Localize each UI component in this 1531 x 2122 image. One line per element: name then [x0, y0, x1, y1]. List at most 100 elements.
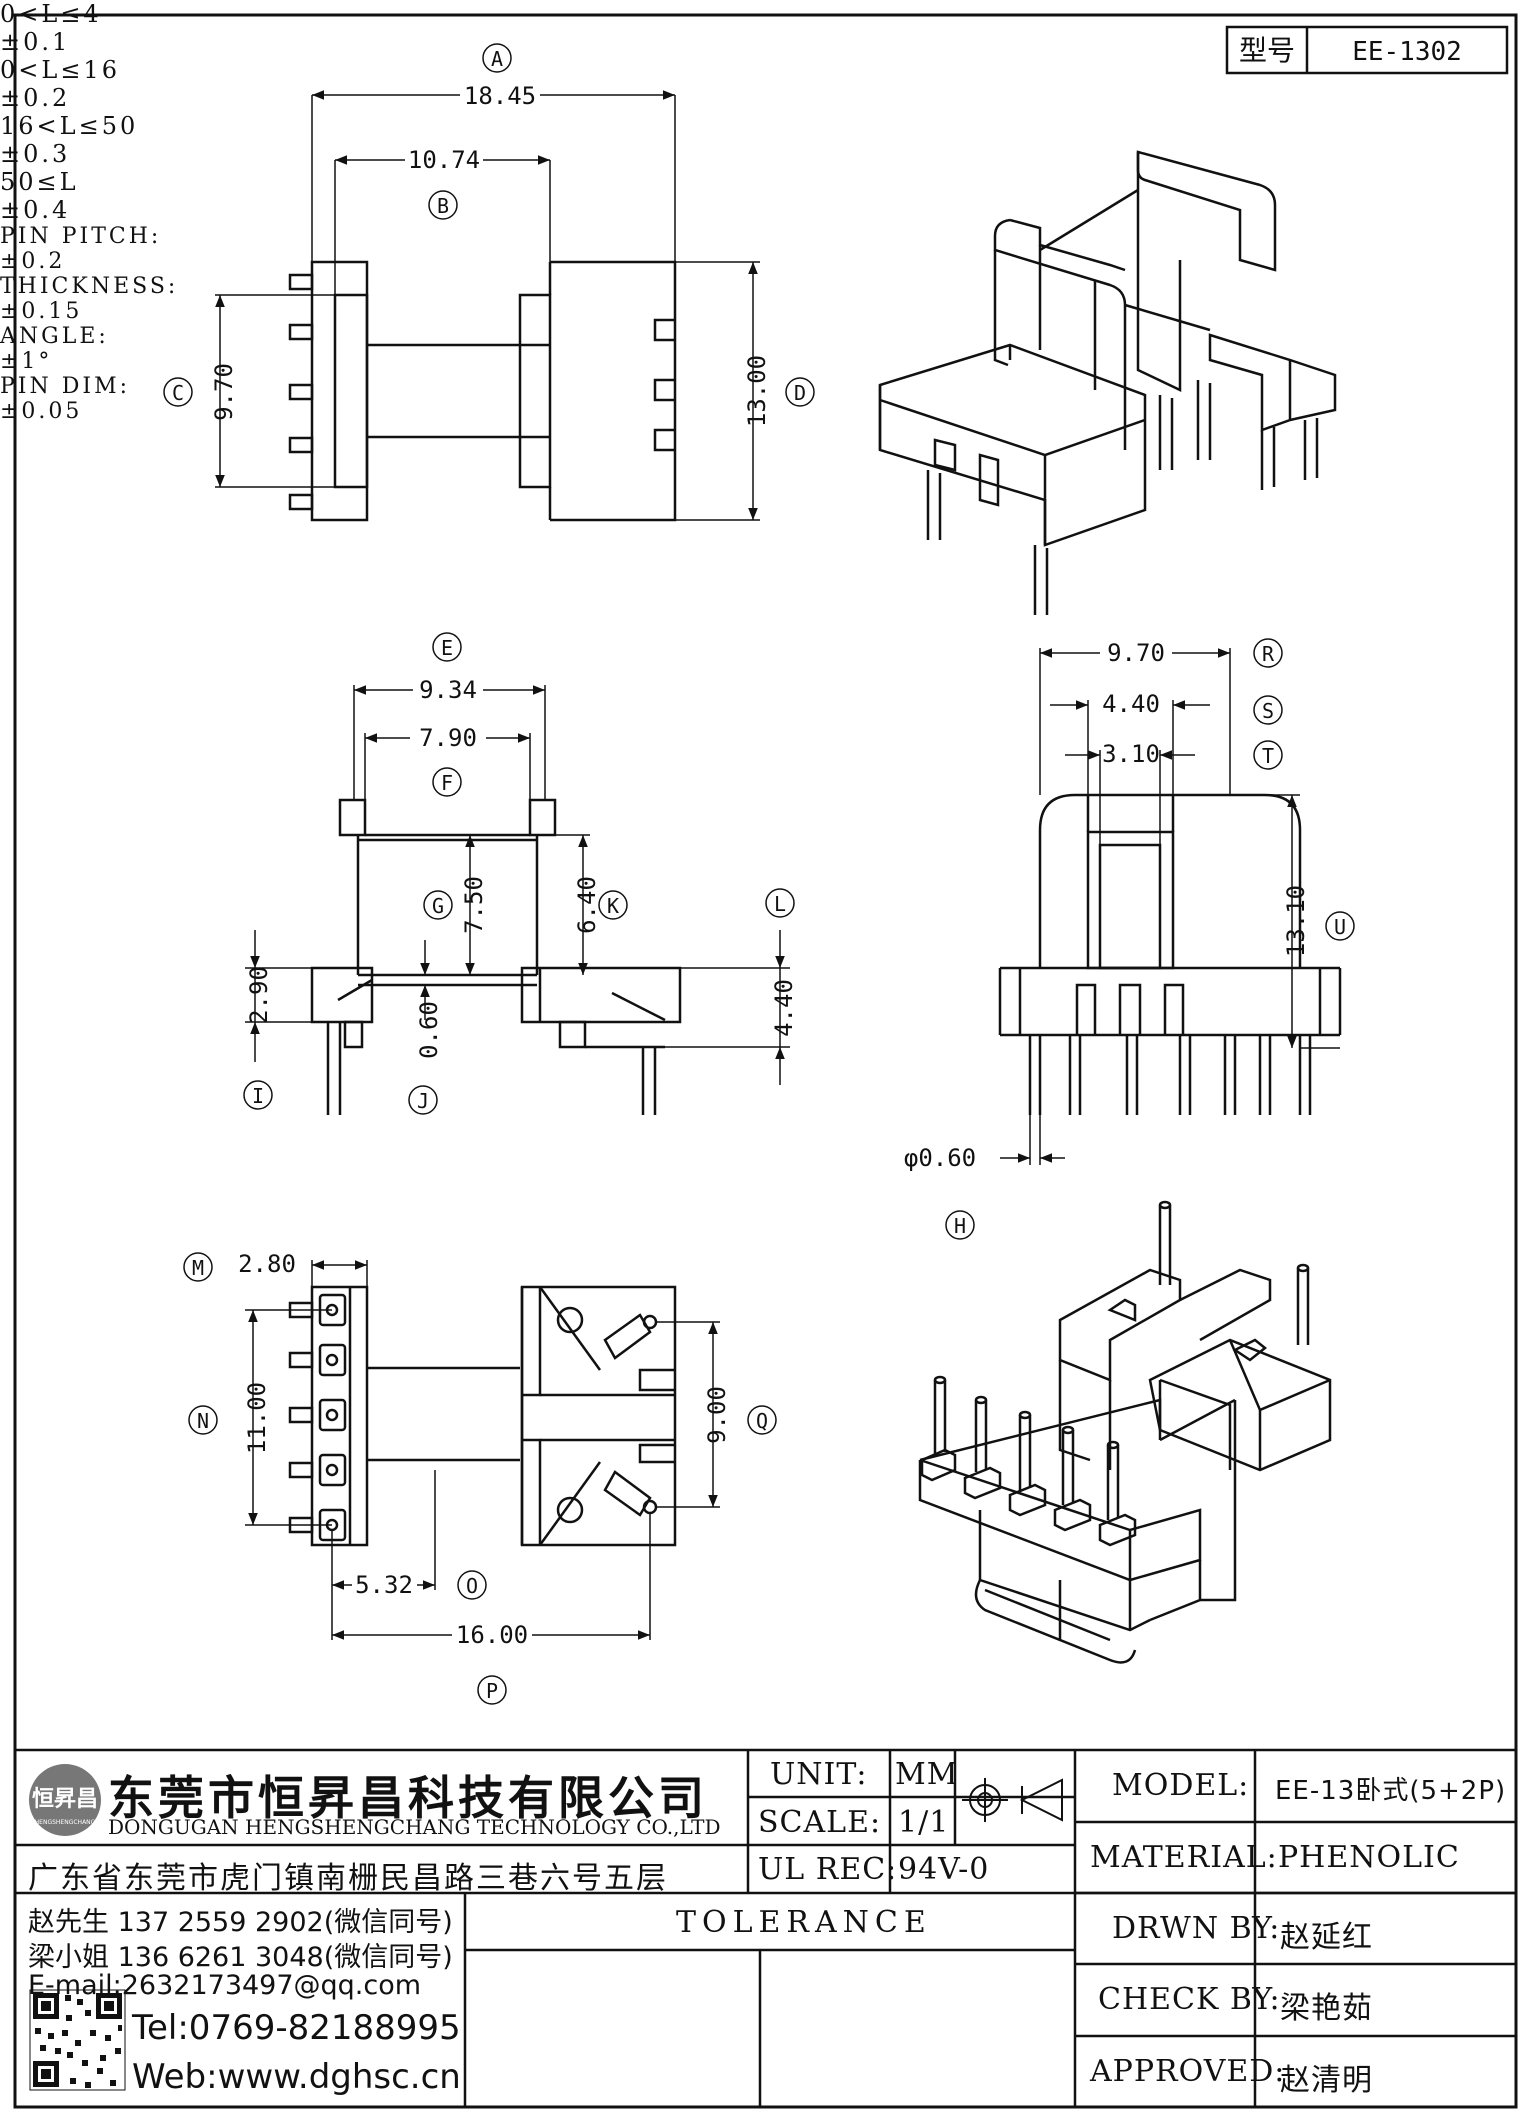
company-address: 广东省东莞市虎门镇南栅民昌路三巷六号五层: [28, 1861, 668, 1896]
sheet-border: [13, 13, 1518, 2109]
top-view: 18.45 A 10.74 B 9.70 C 13.00 D: [163, 43, 815, 522]
pin-pitch-label: PIN PITCH:: [0, 224, 162, 249]
dim-f-letter: F: [441, 771, 453, 795]
dim-j-value: 0.60: [415, 1001, 443, 1059]
type-box: 型号 EE-1302: [1225, 25, 1509, 75]
dim-o-letter: O: [466, 1574, 478, 1598]
logo-subtext: HENGSHENGCHANG: [35, 1819, 96, 1826]
iso-view-top: [878, 150, 1337, 615]
thickness-label: THICKNESS:: [0, 274, 179, 299]
top-view-pins-left: [288, 273, 314, 511]
top-view-slots-right: [653, 318, 675, 452]
projection-symbol-icon: [962, 1778, 1063, 1822]
dim-t-value: 3.10: [1102, 740, 1160, 768]
dim-c-value: 9.70: [210, 363, 238, 421]
company-logo: 恒昇昌 HENGSHENGCHANG: [29, 1764, 101, 1836]
tolerance-title: TOLERANCE: [676, 1905, 932, 1940]
dim-b-value: 10.74: [408, 146, 480, 174]
tol-value-1: ±0.1: [0, 28, 71, 56]
dim-b-letter: B: [437, 194, 449, 218]
contact-line-1: 赵先生 137 2559 2902(微信同号): [28, 1907, 453, 1938]
bottom-view: 2.80 M 11.00 N 5.32 O 16.00 P 9.00 Q: [183, 1250, 777, 1705]
tol-range-2: 0<L≤16: [0, 56, 120, 84]
check-value: 梁艳茹: [1280, 1991, 1373, 2026]
dim-d-value: 13.00: [743, 355, 771, 427]
qr-code-icon: [29, 1989, 126, 2091]
dim-p-value: 16.00: [456, 1621, 528, 1649]
dim-u-letter: U: [1334, 915, 1346, 939]
dim-a-letter: A: [491, 47, 503, 71]
dim-m-value: 2.80: [238, 1250, 296, 1278]
dim-k-value: 6.40: [573, 876, 601, 934]
model-value: EE-13卧式(5+2P): [1275, 1776, 1507, 1806]
dim-r-value: 9.70: [1107, 639, 1165, 667]
dim-k-letter: K: [607, 894, 619, 918]
model-label: MODEL:: [1112, 1768, 1250, 1803]
dim-t-letter: T: [1262, 744, 1274, 768]
pin-pitch-value: ±0.2: [0, 249, 66, 274]
contact-line-2: 梁小姐 136 6261 3048(微信同号): [28, 1942, 453, 1973]
dim-e-value: 9.34: [419, 676, 477, 704]
iso-view-bottom: H: [918, 1200, 1332, 1664]
view-h-letter: H: [954, 1214, 966, 1238]
dim-j-letter: J: [417, 1089, 429, 1113]
check-label: CHECK BY:: [1098, 1982, 1281, 2017]
pin-dim-value: ±0.05: [0, 399, 83, 424]
type-value: EE-1302: [1352, 37, 1462, 67]
material-value: PHENOLIC: [1278, 1840, 1460, 1875]
tol-range-3: 16<L≤50: [0, 112, 139, 140]
dim-s-letter: S: [1262, 699, 1274, 723]
front-view: 9.70 R 4.40 S 3.10 T 13.10 U φ0.60: [904, 638, 1355, 1172]
company-name-en: DONGUGAN HENGSHENGCHANG TECHNOLOGY CO.,L…: [108, 1815, 721, 1839]
type-label: 型号: [1239, 34, 1295, 67]
tol-value-3: ±0.3: [0, 140, 71, 168]
tol-value-2: ±0.2: [0, 84, 71, 112]
contact-web[interactable]: Web:www.dghsc.cn: [132, 2057, 461, 2097]
contact-tel: Tel:0769-82188995: [132, 2008, 461, 2048]
approved-value: 赵清明: [1280, 2063, 1373, 2098]
company-name-cn: 东莞市恒昇昌科技有限公司: [108, 1771, 708, 1825]
dim-d-letter: D: [794, 381, 806, 405]
side-view: 9.34 E 7.90 F 7.50 G 6.40 K 2.90 I 0.60: [243, 632, 798, 1115]
dim-g-value: 7.50: [460, 876, 488, 934]
dim-a-value: 18.45: [464, 82, 536, 110]
drwn-value: 赵延红: [1280, 1920, 1373, 1955]
title-block-grid: [15, 1748, 1516, 2107]
dim-r-letter: R: [1262, 642, 1275, 666]
dim-i-letter: I: [252, 1084, 264, 1108]
tol-range-4: 50≤L: [0, 168, 79, 196]
thickness-value: ±0.15: [0, 299, 83, 324]
scale-label: SCALE:: [758, 1805, 882, 1840]
dim-l-value: 4.40: [770, 979, 798, 1037]
dim-n-letter: N: [197, 1409, 209, 1433]
ulrec-label: UL REC:: [758, 1852, 898, 1887]
tol-value-4: ±0.4: [0, 196, 71, 224]
dim-n-value: 11.00: [243, 1382, 271, 1454]
contact-email[interactable]: E-mail:2632173497@qq.com: [28, 1970, 422, 2001]
dim-l-letter: L: [774, 892, 786, 916]
dim-i-value: 2.90: [245, 966, 273, 1024]
drwn-label: DRWN BY:: [1112, 1911, 1281, 1946]
iso-bottom-pins: [920, 1375, 1137, 1547]
dim-f-value: 7.90: [419, 724, 477, 752]
dim-c-letter: C: [172, 381, 184, 405]
material-label: MATERIAL:: [1090, 1840, 1278, 1875]
angle-value: ±1°: [0, 349, 53, 374]
unit-label: UNIT:: [770, 1757, 868, 1792]
dim-u-value: 13.10: [1282, 885, 1310, 957]
pin-dim-label: PIN DIM:: [0, 374, 131, 399]
approved-label: APPROVED:: [1090, 2054, 1286, 2089]
pin-diameter-value: φ0.60: [904, 1144, 976, 1172]
dim-e-letter: E: [441, 636, 453, 660]
unit-value: MM: [895, 1757, 959, 1792]
scale-value: 1/1: [898, 1805, 950, 1840]
logo-text: 恒昇昌: [32, 1786, 98, 1812]
dim-o-value: 5.32: [355, 1571, 413, 1599]
angle-label: ANGLE:: [0, 324, 109, 349]
dim-g-letter: G: [432, 894, 444, 918]
dim-q-letter: Q: [756, 1409, 768, 1433]
dim-p-letter: P: [486, 1679, 498, 1703]
dim-q-value: 9.00: [703, 1386, 731, 1444]
dim-m-letter: M: [192, 1256, 204, 1280]
